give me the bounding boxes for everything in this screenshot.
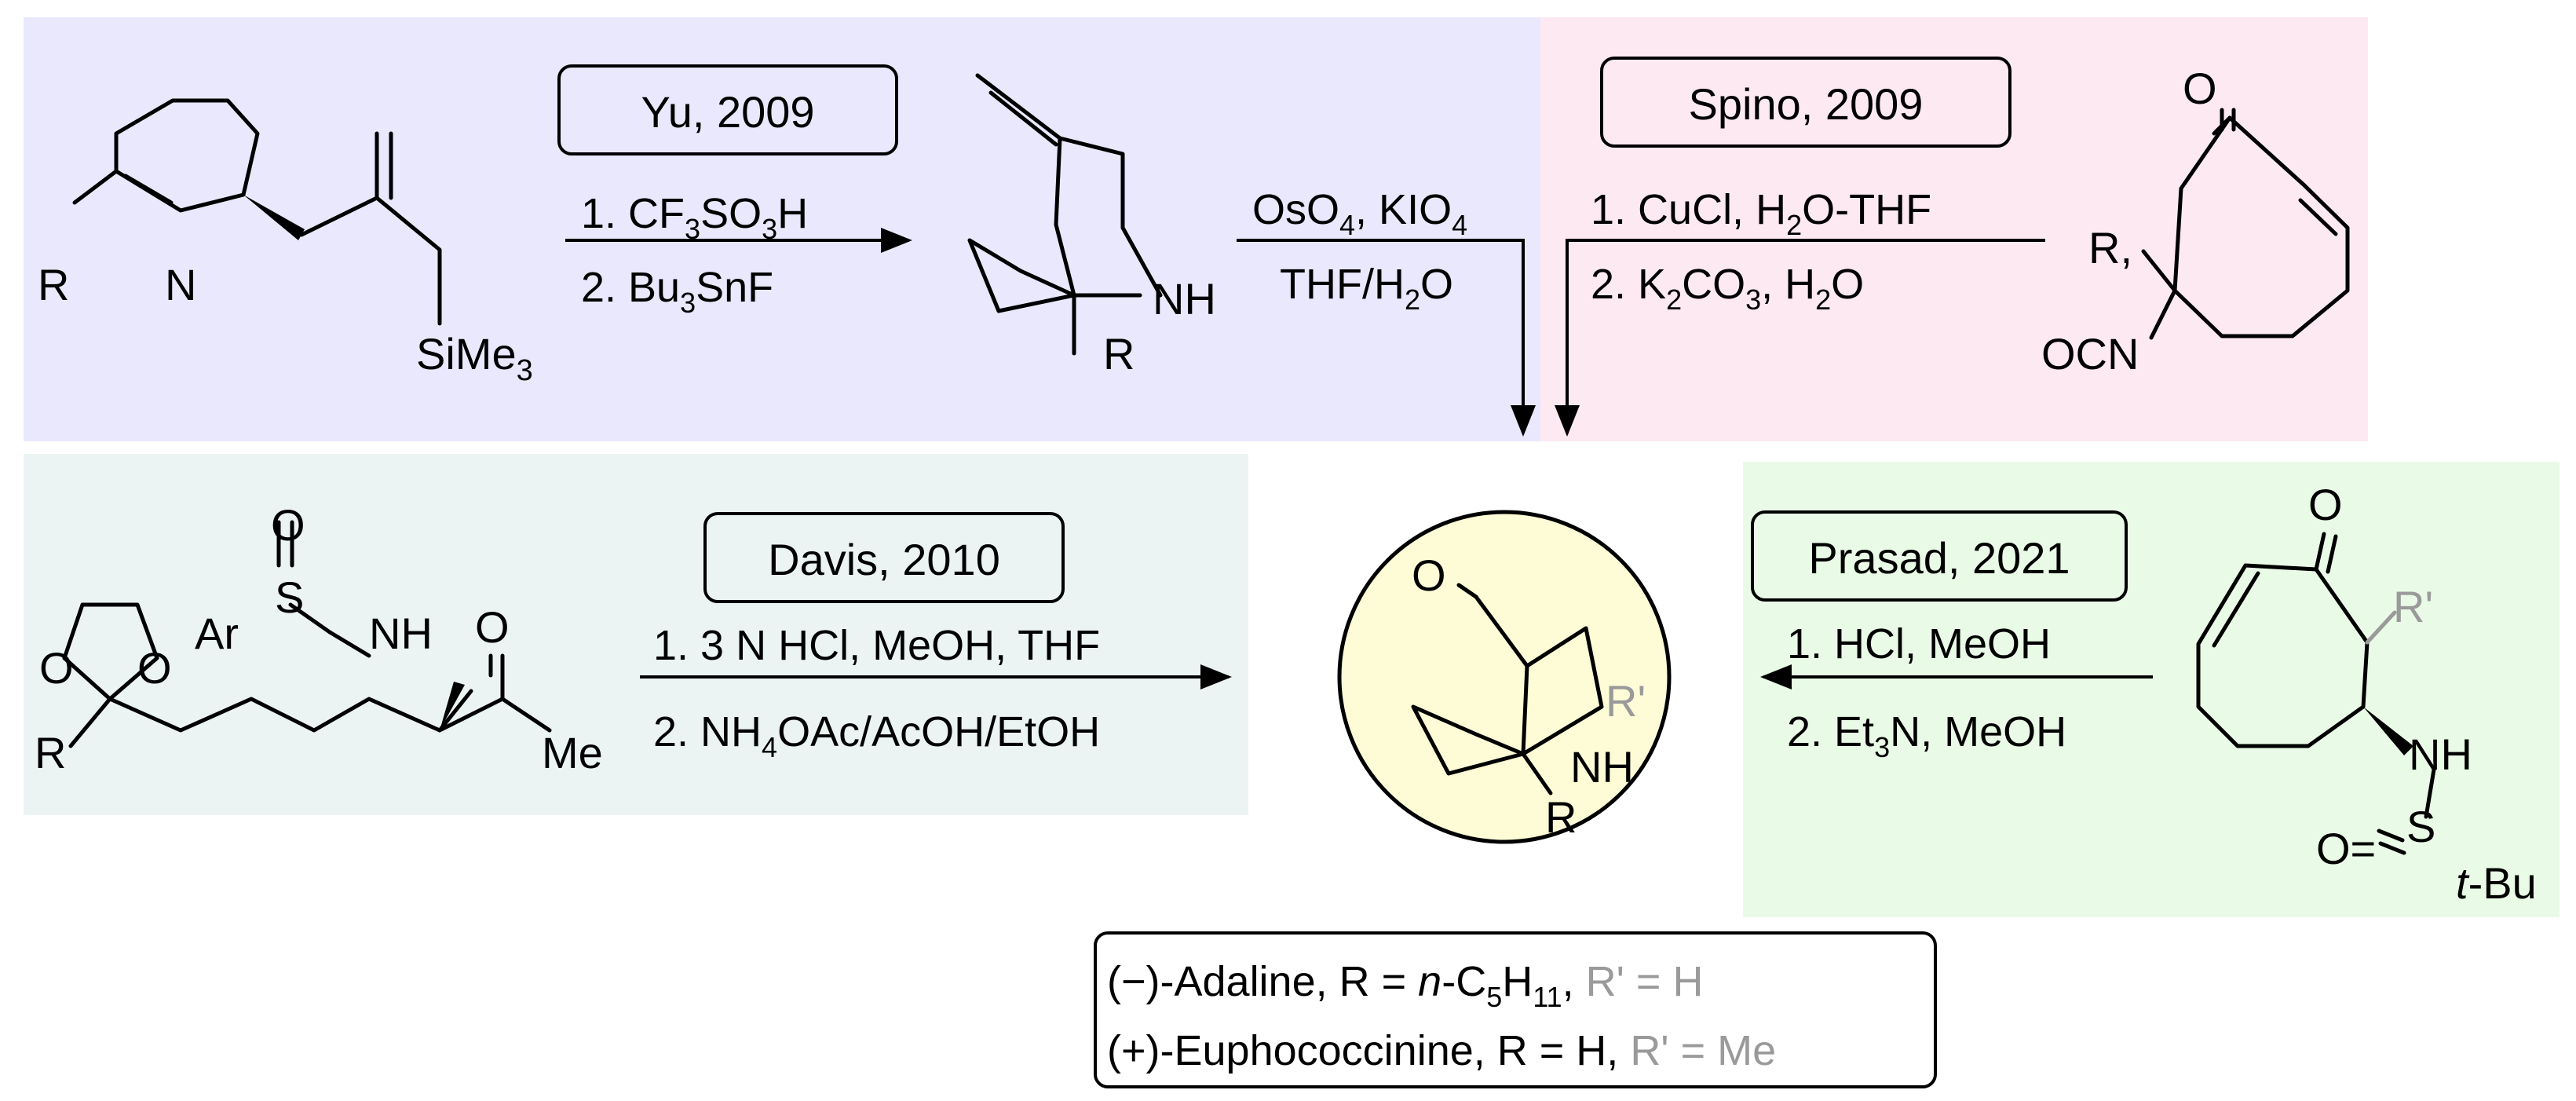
davis-step1: 1. 3 N HCl, MeOH, THF: [653, 622, 1100, 669]
davis-starting-material: O O R Ar S O NH O Me: [35, 500, 603, 777]
prasad-nh: NH: [2409, 730, 2472, 779]
yu-sm-n: N: [165, 260, 196, 309]
prasad-step2: 2. Et3N, MeOH: [1787, 708, 2066, 763]
davis-o1: O: [39, 643, 74, 693]
spino-step2: 2. K2CO3, H2O: [1591, 261, 1864, 316]
prasad-s: S: [2406, 802, 2435, 851]
prasad-tbu: t-Bu: [2456, 858, 2537, 908]
yu-step2: 2. Bu3SnF: [581, 264, 773, 319]
spino-arrow: [1555, 239, 2045, 437]
davis-s: S: [275, 572, 304, 622]
yu-step1: 1. CF3SO3H: [581, 190, 808, 245]
davis-o2: O: [137, 643, 172, 693]
yu-starting-material: R N SiMe3: [38, 98, 533, 387]
target-nh: NH: [1570, 742, 1634, 792]
yu-sm-tms: SiMe3: [416, 329, 533, 387]
yu-product: NH R: [967, 73, 1216, 379]
davis-nh: NH: [369, 609, 433, 658]
spino-sm-o: O: [2183, 64, 2217, 113]
yu-panel-background: [24, 17, 1540, 441]
prasad-o: O: [2308, 480, 2343, 529]
spino-sm-ocn: OCN: [2041, 329, 2139, 379]
target-o: O: [1412, 550, 1446, 600]
products-box: [1094, 931, 1937, 1088]
prasad-starting-material: O R' NH S O= t-Bu: [2196, 480, 2537, 908]
davis-o-ket: O: [475, 602, 510, 652]
yu-product-nh: NH: [1153, 274, 1216, 324]
spino-step1: 1. CuCl, H2O-THF: [1591, 186, 1931, 241]
spino-label: Spino, 2009: [1689, 79, 1924, 129]
davis-me: Me: [542, 728, 603, 777]
yu-product-r: R: [1103, 329, 1135, 379]
products-line2: (+)-Euphococcinine, R = H, R' = Me: [1107, 1027, 1776, 1074]
oxidation-line1: OsO4, KIO4: [1252, 186, 1467, 241]
davis-o-s: O: [271, 500, 305, 550]
prasad-o-s: O=: [2316, 824, 2376, 873]
spino-starting-material: O R, OCN: [2041, 64, 2350, 379]
spino-sm-r: R,: [2088, 223, 2132, 273]
davis-label-box: [703, 512, 1065, 603]
davis-ar: Ar: [195, 609, 239, 658]
target-rp: R': [1606, 676, 1646, 726]
yu-sm-r: R: [38, 260, 69, 309]
davis-r: R: [35, 728, 66, 777]
products-line1: (−)-Adaline, R = n-C5H11, R' = H: [1107, 958, 1703, 1013]
davis-label: Davis, 2010: [768, 535, 1000, 584]
oxidation-line2: THF/H2O: [1280, 261, 1453, 316]
prasad-panel-background: [1743, 462, 2560, 917]
prasad-rp: R': [2393, 582, 2433, 631]
prasad-label-box: [1751, 510, 2128, 602]
target-structure: O R' NH R: [1411, 550, 1646, 842]
yu-label: Yu, 2009: [641, 87, 814, 137]
target-r: R: [1545, 792, 1577, 842]
spino-label-box: [1600, 57, 2011, 148]
target-circle: [1337, 510, 1672, 844]
oxidation-arrow: [1237, 239, 1536, 437]
davis-step2: 2. NH4OAc/AcOH/EtOH: [653, 708, 1100, 763]
spino-panel-background: [1540, 17, 2368, 441]
prasad-label: Prasad, 2021: [1808, 533, 2070, 583]
yu-label-box: [557, 64, 898, 155]
prasad-step1: 1. HCl, MeOH: [1787, 620, 2051, 668]
